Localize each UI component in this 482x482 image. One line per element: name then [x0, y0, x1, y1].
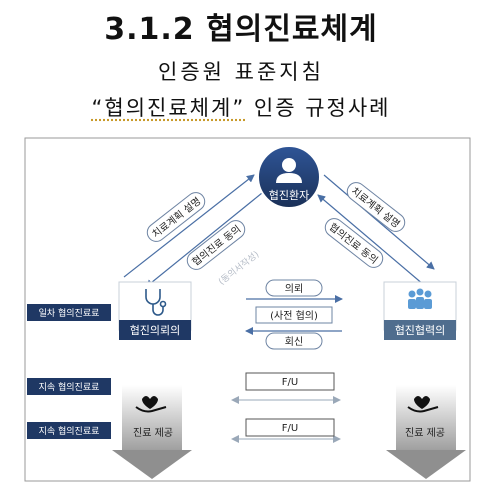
hand-heart-icon [135, 396, 167, 413]
right-up-arrow [317, 194, 425, 286]
svg-text:지속 협의진료료: 지속 협의진료료 [39, 425, 100, 437]
svg-text:일차 협의진료료: 일차 협의진료료 [39, 307, 100, 319]
svg-text:지속 협의진료료: 지속 협의진료료 [39, 381, 100, 393]
patient-icon [276, 158, 302, 183]
requesting-doctor-node: 협진의뢰의 [118, 281, 192, 340]
right-down-arrow [386, 385, 466, 479]
care-provision-right: 진료 제공 [405, 396, 445, 439]
row-label-initial: 일차 협의진료료 [27, 304, 111, 321]
left-up-arrow [123, 174, 255, 278]
request-flow: 의뢰 [246, 279, 343, 303]
svg-text:(사전 협의): (사전 협의) [270, 309, 318, 322]
requesting-doctor-label: 협진의뢰의 [130, 324, 181, 337]
reply-flow: 회신 [245, 327, 342, 350]
subtitle-quoted-term: “협의진료체계” [91, 96, 246, 120]
cooperating-doctor-label: 협진협력의 [395, 324, 446, 337]
subtitle-certification-case: “협의진료체계” 인증 규정사례 [0, 92, 482, 122]
row-label-continued-1: 지속 협의진료료 [27, 378, 111, 395]
svg-text:진료 제공: 진료 제공 [133, 427, 173, 439]
svg-text:의뢰: 의뢰 [285, 283, 303, 295]
follow-up-row-2: F/U [231, 418, 341, 443]
patient-node: 협진환자 [257, 145, 321, 209]
cooperating-doctor-node: 협진협력의 [383, 281, 457, 340]
page-title: 3.1.2 협의진료체계 [104, 12, 378, 47]
right-down-diagonal-arrow [323, 174, 435, 270]
follow-up-row-1: F/U [231, 372, 341, 404]
pre-consult-label: (사전 협의) [255, 306, 333, 324]
subtitle-standard-guideline: 인증원 표준지침 [158, 60, 324, 84]
patient-label: 협진환자 [269, 189, 309, 202]
stethoscope-icon [145, 289, 167, 316]
left-down-arrow [112, 385, 192, 479]
svg-text:진료 제공: 진료 제공 [405, 427, 445, 439]
subtitle-rest: 인증 규정사례 [245, 96, 391, 120]
svg-text:회신: 회신 [285, 336, 303, 348]
care-provision-left: 진료 제공 [133, 396, 173, 439]
hand-heart-icon [407, 396, 439, 413]
group-icon [408, 288, 432, 309]
left-down-diagonal-arrow [145, 192, 263, 288]
consultation-diagram: 치료계획 설명 협의진료 동의 (동의서작성) 치료계획 설명 협의진료 동의 … [24, 137, 471, 482]
svg-text:F/U: F/U [282, 423, 298, 434]
svg-text:F/U: F/U [282, 377, 298, 388]
row-label-continued-2: 지속 협의진료료 [27, 422, 111, 439]
